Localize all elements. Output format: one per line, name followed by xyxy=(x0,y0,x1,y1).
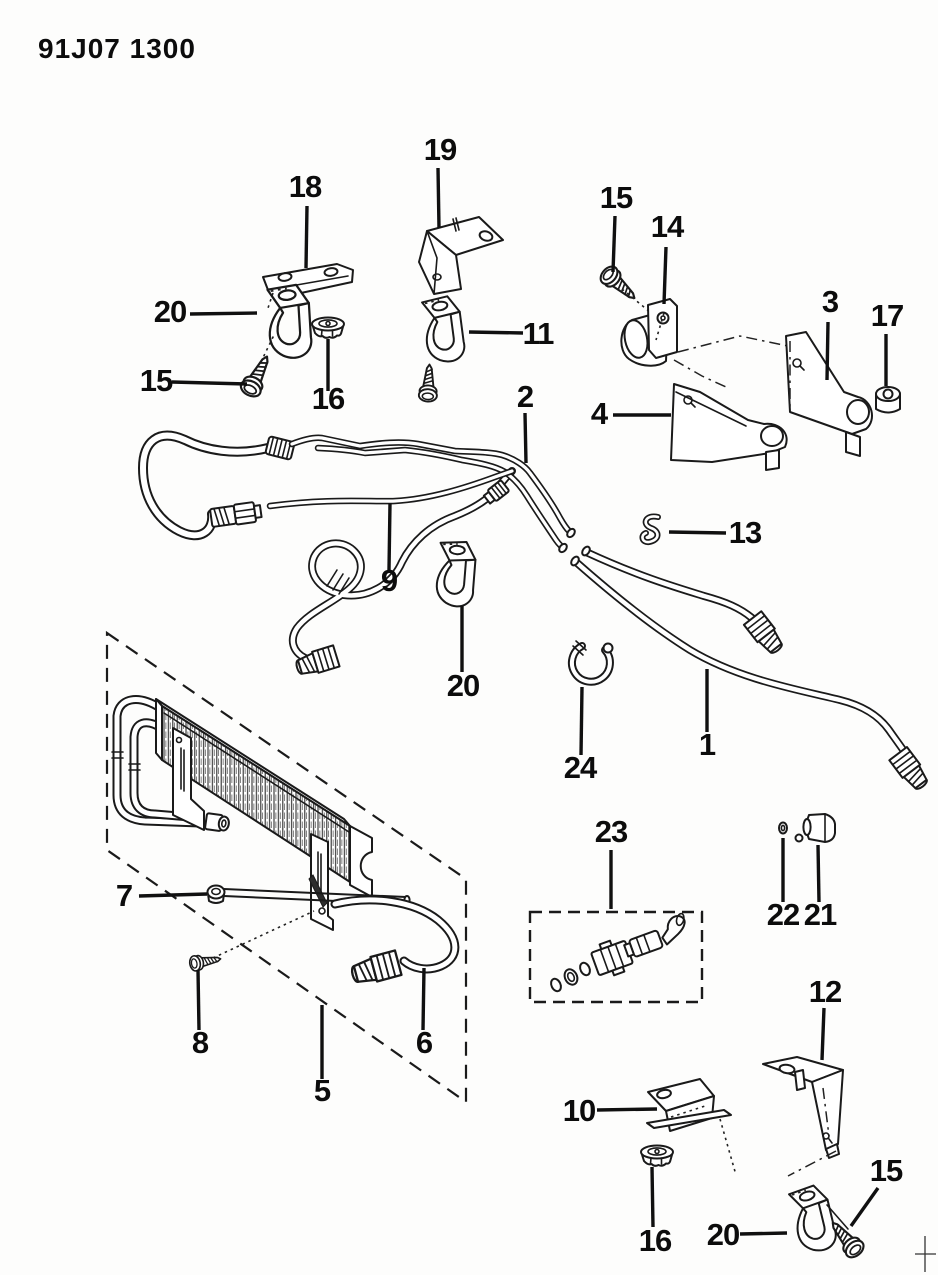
callout-14: 14 xyxy=(651,209,685,244)
bracket-4 xyxy=(670,383,788,471)
hose-threaded-fitting xyxy=(209,501,263,528)
alignment-line-screw8 xyxy=(212,910,315,959)
callout-1: 1 xyxy=(699,727,716,762)
screw-15-top-right xyxy=(596,262,643,307)
callout-15-top-left: 15 xyxy=(140,363,173,398)
kit-23-box xyxy=(528,910,704,1004)
push-nut-16-top xyxy=(311,316,345,339)
cooler-bracket-lower xyxy=(310,833,334,931)
callout-7: 7 xyxy=(116,878,132,913)
callout-4: 4 xyxy=(591,396,609,431)
bracket-10 xyxy=(646,1078,732,1132)
callout-12: 12 xyxy=(809,974,841,1009)
callout-5: 5 xyxy=(314,1073,331,1108)
callout-9: 9 xyxy=(381,563,398,598)
tube-clamp-20-mid xyxy=(425,534,486,611)
hose-6-fitting xyxy=(348,949,403,989)
callout-6: 6 xyxy=(416,1025,433,1060)
bracket-3 xyxy=(785,331,873,457)
tube-clamp-20-bottom xyxy=(787,1183,838,1254)
tube-clamp-11 xyxy=(418,294,468,364)
nut-7 xyxy=(206,884,226,904)
callout-18: 18 xyxy=(289,169,322,204)
hose-6 xyxy=(330,895,460,989)
callout-20-bottom: 20 xyxy=(707,1217,739,1252)
callout-23: 23 xyxy=(595,814,628,849)
kit-23-parts xyxy=(550,912,686,993)
callout-20-mid: 20 xyxy=(447,668,479,703)
callout-15-bottom: 15 xyxy=(870,1153,903,1188)
hose-coupler xyxy=(264,435,296,461)
pointer-line-20-15 xyxy=(826,1204,849,1230)
callout-15-top-right: 15 xyxy=(600,180,633,215)
tube-bundle xyxy=(266,434,576,554)
leader-lines xyxy=(138,167,888,1236)
cooler-end-plate xyxy=(349,825,373,898)
cooler-tube-fitting xyxy=(204,812,230,832)
registration-mark xyxy=(915,1236,936,1272)
o-ring-22 xyxy=(778,821,788,835)
bracket-12 xyxy=(762,1056,844,1159)
alignment-line-14-3 xyxy=(677,335,789,353)
callout-8: 8 xyxy=(192,1025,209,1060)
callout-3: 3 xyxy=(822,284,839,319)
callout-17: 17 xyxy=(871,298,903,333)
fitting-21 xyxy=(794,813,836,843)
callout-21: 21 xyxy=(804,897,837,932)
return-hose-union xyxy=(482,479,510,505)
nut-17 xyxy=(875,386,901,414)
callout-24: 24 xyxy=(564,750,598,785)
callout-10: 10 xyxy=(563,1093,595,1128)
screw-8 xyxy=(187,950,223,973)
oil-cooler xyxy=(111,695,373,931)
s-clip-13 xyxy=(639,513,661,546)
return-hose xyxy=(288,467,516,680)
push-nut-16-bottom xyxy=(640,1144,674,1167)
tubes-1 xyxy=(570,545,933,795)
tube-clamp-14 xyxy=(620,298,678,367)
callout-2: 2 xyxy=(517,379,533,414)
callout-16-bottom: 16 xyxy=(639,1223,672,1258)
tube-1-fitting-lower xyxy=(888,746,933,795)
supply-hose-loop xyxy=(138,430,296,541)
bracket-10-pin xyxy=(646,1109,732,1129)
callout-19: 19 xyxy=(424,132,457,167)
bracket-19 xyxy=(418,216,504,295)
figure-code: 91J07 1300 xyxy=(38,33,196,64)
horseshoe-clip-24 xyxy=(567,640,614,686)
alignment-line-14-4 xyxy=(673,359,727,388)
tube-clamp-20-top xyxy=(259,280,319,361)
alignment-line-12-20 xyxy=(787,1150,837,1177)
callout-16-top: 16 xyxy=(312,381,345,416)
callout-13: 13 xyxy=(729,515,762,550)
screw-15-top-left xyxy=(237,350,278,401)
callouts: 18 19 20 15 16 11 15 14 3 17 4 2 13 9 20… xyxy=(116,132,904,1258)
screw-below-clamp-11 xyxy=(417,363,440,403)
alignment-line-10-20 xyxy=(719,1118,737,1176)
callout-20-top: 20 xyxy=(154,294,186,329)
callout-22: 22 xyxy=(767,897,799,932)
callout-11: 11 xyxy=(523,316,555,351)
